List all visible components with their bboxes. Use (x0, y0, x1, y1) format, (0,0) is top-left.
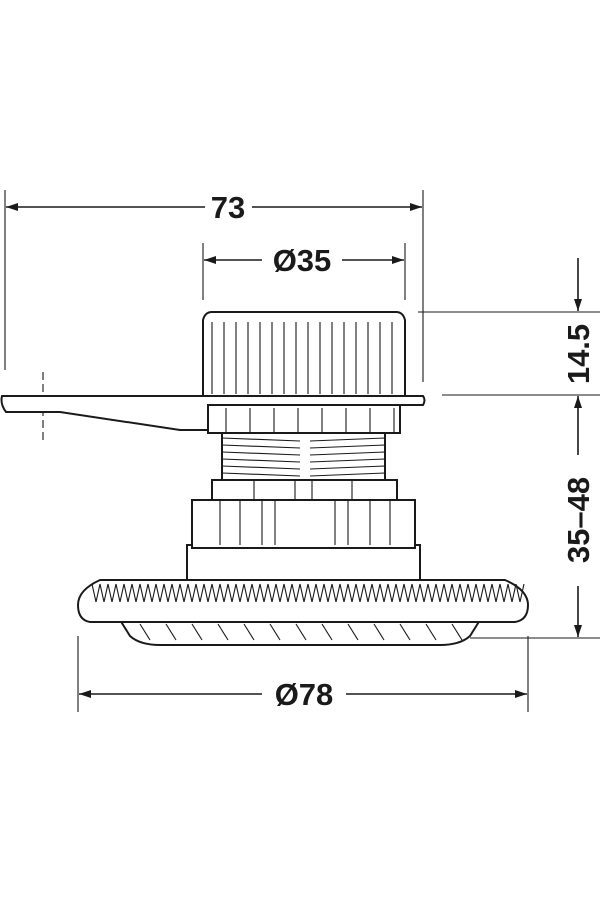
dimension-label-14-5: 14.5 (561, 324, 596, 384)
dimension-heights: 14.5 35–48 (561, 258, 596, 637)
dimension-label-73: 73 (211, 190, 245, 225)
dimension-overall-width: 73 (6, 190, 422, 225)
dimension-base-diameter: Ø78 (79, 677, 527, 712)
dimension-knob-diameter: Ø35 (204, 243, 404, 278)
dimension-label-35: Ø35 (273, 243, 332, 278)
extension-lines (4, 190, 600, 712)
dimension-label-78: Ø78 (275, 677, 334, 712)
leveling-foot (0, 311, 530, 646)
dimension-label-35-48: 35–48 (561, 477, 596, 563)
